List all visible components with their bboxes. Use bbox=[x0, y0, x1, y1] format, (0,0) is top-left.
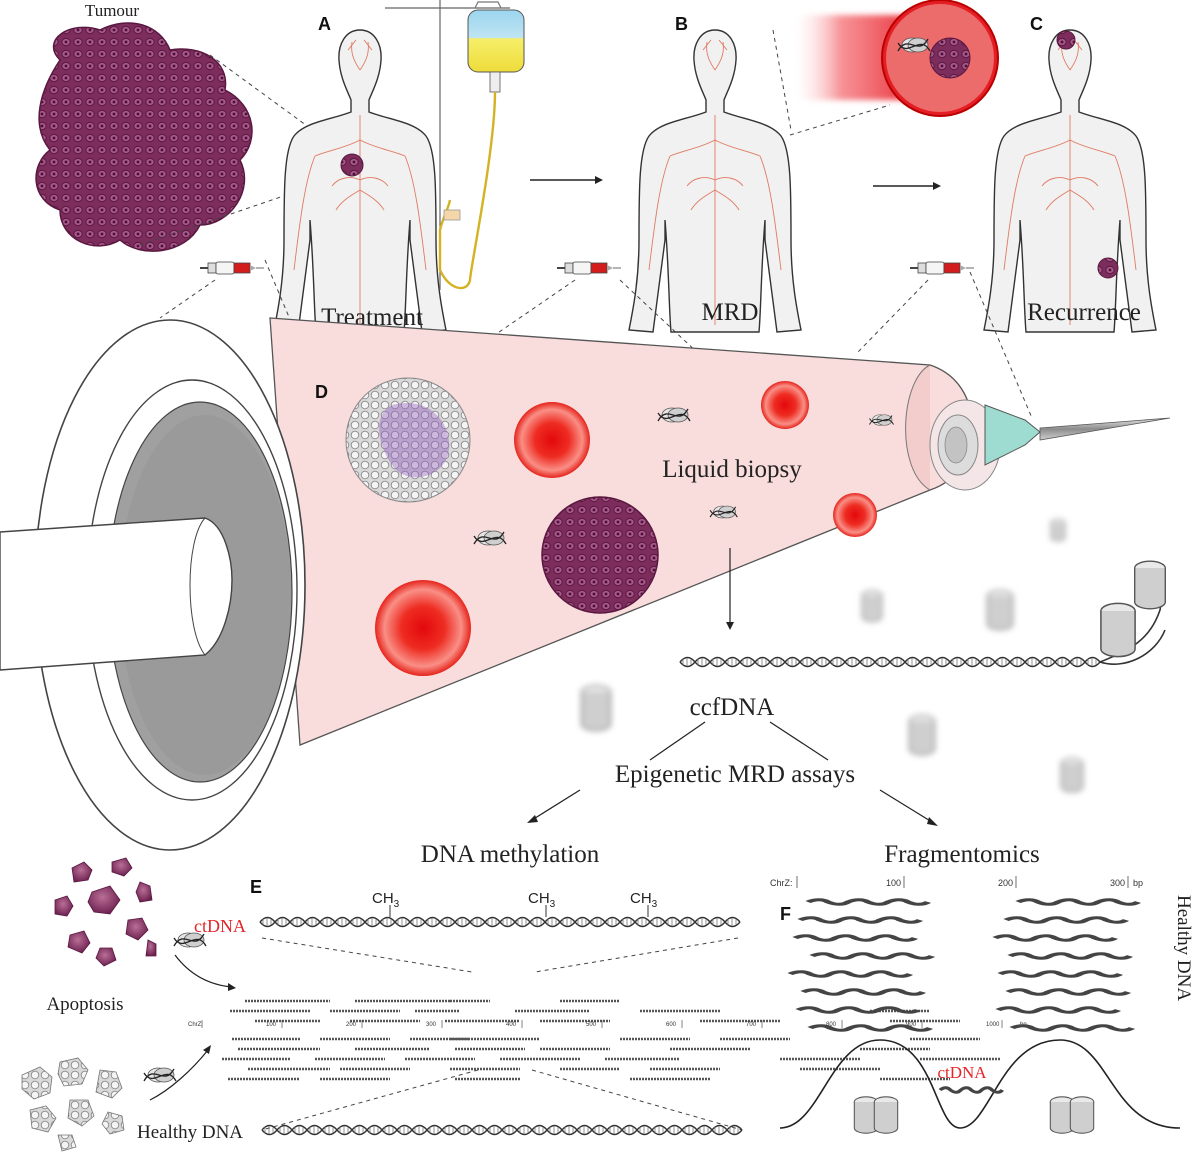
nucleosome-occupancy-curve bbox=[779, 1039, 1181, 1129]
panel-letter-f: F bbox=[780, 904, 791, 924]
methyl-groups: CH3 CH3 CH3 bbox=[372, 890, 658, 917]
axis-tick: 600 bbox=[666, 1022, 677, 1028]
fragment-read-stack bbox=[790, 900, 1138, 1031]
axis-tick: 400 bbox=[506, 1022, 517, 1028]
tumour-label: Tumour bbox=[85, 1, 140, 20]
methyl-label: CH3 bbox=[372, 890, 400, 910]
positioned-nucleosome-2 bbox=[1049, 1096, 1095, 1134]
syringe-b bbox=[556, 261, 622, 275]
arrow-ctdna bbox=[174, 954, 233, 988]
axis-tick: 100 bbox=[266, 1022, 277, 1028]
body-figure-b bbox=[628, 29, 802, 333]
fragment-read bbox=[808, 900, 928, 905]
arrow-to-fragmentomics bbox=[879, 789, 938, 826]
arrow-a-to-b bbox=[530, 176, 603, 184]
apoptotic-tumour-fragments bbox=[40, 852, 160, 972]
panel-letter-b: B bbox=[675, 14, 688, 34]
body-figure-c bbox=[983, 29, 1157, 333]
fragment-read bbox=[795, 936, 915, 941]
axis-tick: 300 bbox=[426, 1022, 437, 1028]
epigenetic-assays-label: Epigenetic MRD assays bbox=[615, 761, 855, 788]
axis-tick: 500 bbox=[586, 1022, 597, 1028]
liquid-biopsy-label: Liquid biopsy bbox=[662, 456, 802, 483]
methyl-label: CH3 bbox=[630, 890, 658, 910]
apoptosis-label: Apoptosis bbox=[46, 994, 123, 1015]
fragment-read bbox=[1008, 990, 1128, 995]
fragment-axis: ChrZ: 100 200 300 bp bbox=[770, 876, 1143, 888]
ccfdna-label: ccfDNA bbox=[690, 694, 775, 721]
methylation-zoom-lines bbox=[261, 937, 743, 1131]
syringe-a bbox=[199, 261, 265, 275]
vessel-zoom-lines bbox=[772, 29, 891, 136]
axis-tick: 300 bbox=[1110, 878, 1125, 888]
ctdna-label-e: ctDNA bbox=[194, 916, 246, 936]
ctdna-label-f: ctDNA bbox=[937, 1063, 987, 1082]
fragment-read bbox=[790, 972, 910, 977]
axis-chr-label: ChrZ: bbox=[188, 1022, 203, 1028]
ctdna-fragment bbox=[938, 1085, 1005, 1095]
tumour-mass bbox=[35, 22, 253, 252]
tumour-zoom-lines bbox=[139, 54, 346, 246]
methylation-read-stack bbox=[222, 999, 1000, 1081]
ctdna-methylated-helix bbox=[259, 916, 741, 928]
fragment-read bbox=[1012, 1026, 1132, 1031]
iv-drip bbox=[385, 0, 525, 290]
fragment-read bbox=[798, 1008, 918, 1013]
axis-tick: 900 bbox=[906, 1022, 917, 1028]
fragment-read bbox=[1000, 972, 1120, 977]
syringe-plunger bbox=[0, 517, 233, 671]
arrow-b-to-c bbox=[873, 182, 941, 190]
panel-letter-a: A bbox=[318, 14, 331, 34]
fragment-read bbox=[1018, 900, 1138, 905]
axis-tick: 1000 bbox=[986, 1022, 1000, 1028]
healthy-dna-label-e: Healthy DNA bbox=[137, 1122, 243, 1143]
methyl-label: CH3 bbox=[528, 890, 556, 910]
healthy-dna-helix-e bbox=[261, 1124, 743, 1136]
panel-label-recurrence: Recurrence bbox=[1027, 299, 1141, 326]
abdominal-metastasis bbox=[1097, 257, 1119, 279]
dna-methylation-label: DNA methylation bbox=[421, 841, 600, 868]
body-figure-a bbox=[273, 29, 447, 333]
primary-tumour-a bbox=[340, 153, 364, 177]
axis-tick: 100 bbox=[886, 878, 901, 888]
blood-vessel-zoom bbox=[790, 0, 999, 117]
axis-unit-label: bp bbox=[1133, 878, 1143, 888]
panel-label-mrd: MRD bbox=[702, 299, 759, 326]
positioned-nucleosome-1 bbox=[853, 1096, 899, 1134]
fragment-read bbox=[800, 918, 920, 923]
arrow-to-ccfdna bbox=[726, 548, 734, 630]
healthy-dna-label-f: Healthy DNA bbox=[1173, 895, 1194, 1001]
red-blood-cells bbox=[375, 381, 877, 676]
panel-letter-e: E bbox=[250, 877, 262, 897]
syringe-c bbox=[909, 261, 975, 275]
fragment-read bbox=[803, 990, 923, 995]
apoptotic-healthy-fragments bbox=[21, 1057, 125, 1152]
fragment-read bbox=[1010, 954, 1130, 959]
arrow-to-methylation bbox=[527, 789, 581, 823]
axis-tick: 200 bbox=[998, 878, 1013, 888]
circulating-tumour-cell bbox=[541, 496, 659, 614]
panel-letter-c: C bbox=[1030, 14, 1043, 34]
nucleosome-healthy bbox=[143, 1067, 177, 1083]
fragment-read bbox=[998, 1008, 1118, 1013]
white-blood-cell bbox=[345, 377, 471, 503]
ccfdna-branch-lines bbox=[649, 721, 829, 761]
panel-letter-d: D bbox=[315, 382, 328, 402]
brain-metastasis bbox=[1056, 30, 1076, 50]
fragment-read bbox=[1006, 918, 1126, 923]
axis-chr-label: ChrZ: bbox=[770, 878, 793, 888]
arrow-healthy bbox=[149, 1049, 209, 1101]
fragment-read bbox=[995, 936, 1115, 941]
axis-tick: 800 bbox=[826, 1022, 837, 1028]
axis-tick: 200 bbox=[346, 1022, 357, 1028]
axis-tick: 700 bbox=[746, 1022, 757, 1028]
fragment-read bbox=[812, 954, 932, 959]
ccfdna-helix bbox=[679, 560, 1166, 668]
fragmentomics-label: Fragmentomics bbox=[884, 841, 1040, 868]
